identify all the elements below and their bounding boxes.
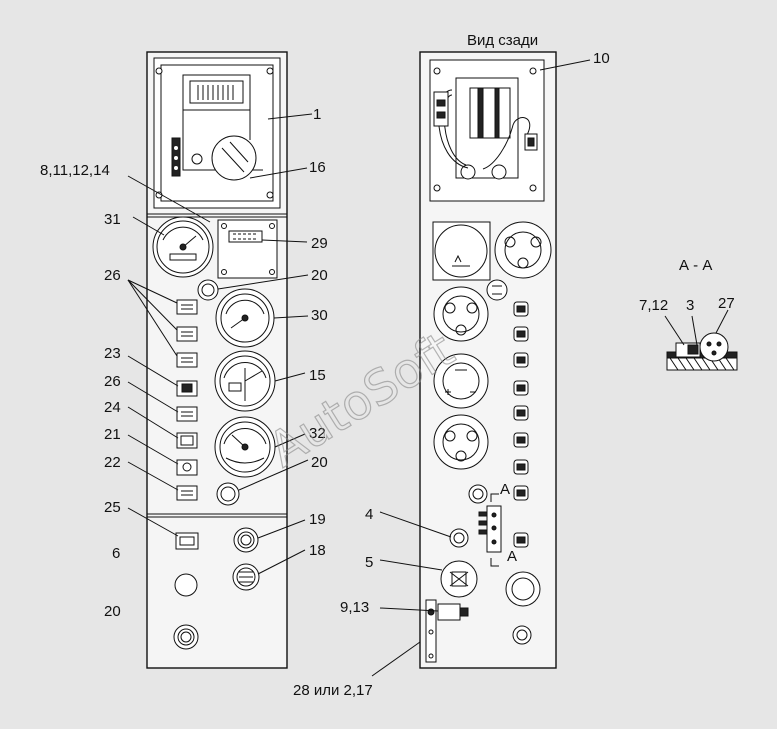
gauge-31 [152, 216, 214, 278]
view-title: Вид сзади [467, 32, 538, 49]
knob-20b [216, 482, 240, 506]
label-15: 15 [309, 367, 326, 384]
label-9-13: 9,13 [340, 599, 369, 616]
section-mark-bottom: А [507, 548, 517, 565]
label-20a: 20 [311, 267, 328, 284]
switch-column [176, 299, 198, 501]
label-32: 32 [309, 425, 326, 442]
lamp-25 [175, 532, 199, 550]
section-a-a [666, 332, 738, 371]
section-mark-top: А [500, 481, 510, 498]
label-20c: 20 [104, 603, 121, 620]
display-window [182, 74, 251, 111]
label-26a: 26 [104, 267, 121, 284]
label-22: 22 [104, 454, 121, 471]
label-6: 6 [112, 545, 120, 562]
label-5: 5 [365, 554, 373, 571]
label-27: 27 [718, 295, 735, 312]
label-29: 29 [311, 235, 328, 252]
label-16: 16 [309, 159, 326, 176]
label-8-11-12-14: 8,11,12,14 [40, 162, 110, 179]
lamp-6 [174, 573, 198, 597]
gauge-30 [215, 288, 275, 348]
rear-panel [419, 51, 557, 669]
rear-connector-column [513, 301, 529, 548]
label-24: 24 [104, 399, 121, 416]
label-20b: 20 [311, 454, 328, 471]
leader-lines [127, 59, 729, 677]
front-panel [146, 51, 288, 669]
section-title: А - А [679, 257, 712, 274]
gauge-15 [214, 350, 276, 412]
label-25: 25 [104, 499, 121, 516]
rotary-switch-16 [211, 135, 257, 181]
top-module [153, 57, 281, 209]
label-3: 3 [686, 297, 694, 314]
knob-20a [197, 279, 219, 301]
label-18: 18 [309, 542, 326, 559]
module-29 [217, 219, 278, 279]
label-30: 30 [311, 307, 328, 324]
label-21: 21 [104, 426, 121, 443]
label-10: 10 [593, 50, 610, 67]
label-4: 4 [365, 506, 373, 523]
label-7-12: 7,12 [639, 297, 668, 314]
label-28-or-2-17: 28 или 2,17 [293, 682, 373, 699]
label-26b: 26 [104, 373, 121, 390]
label-19: 19 [309, 511, 326, 528]
label-23: 23 [104, 345, 121, 362]
label-1: 1 [313, 106, 321, 123]
label-31: 31 [104, 211, 121, 228]
gauge-32 [214, 416, 276, 478]
